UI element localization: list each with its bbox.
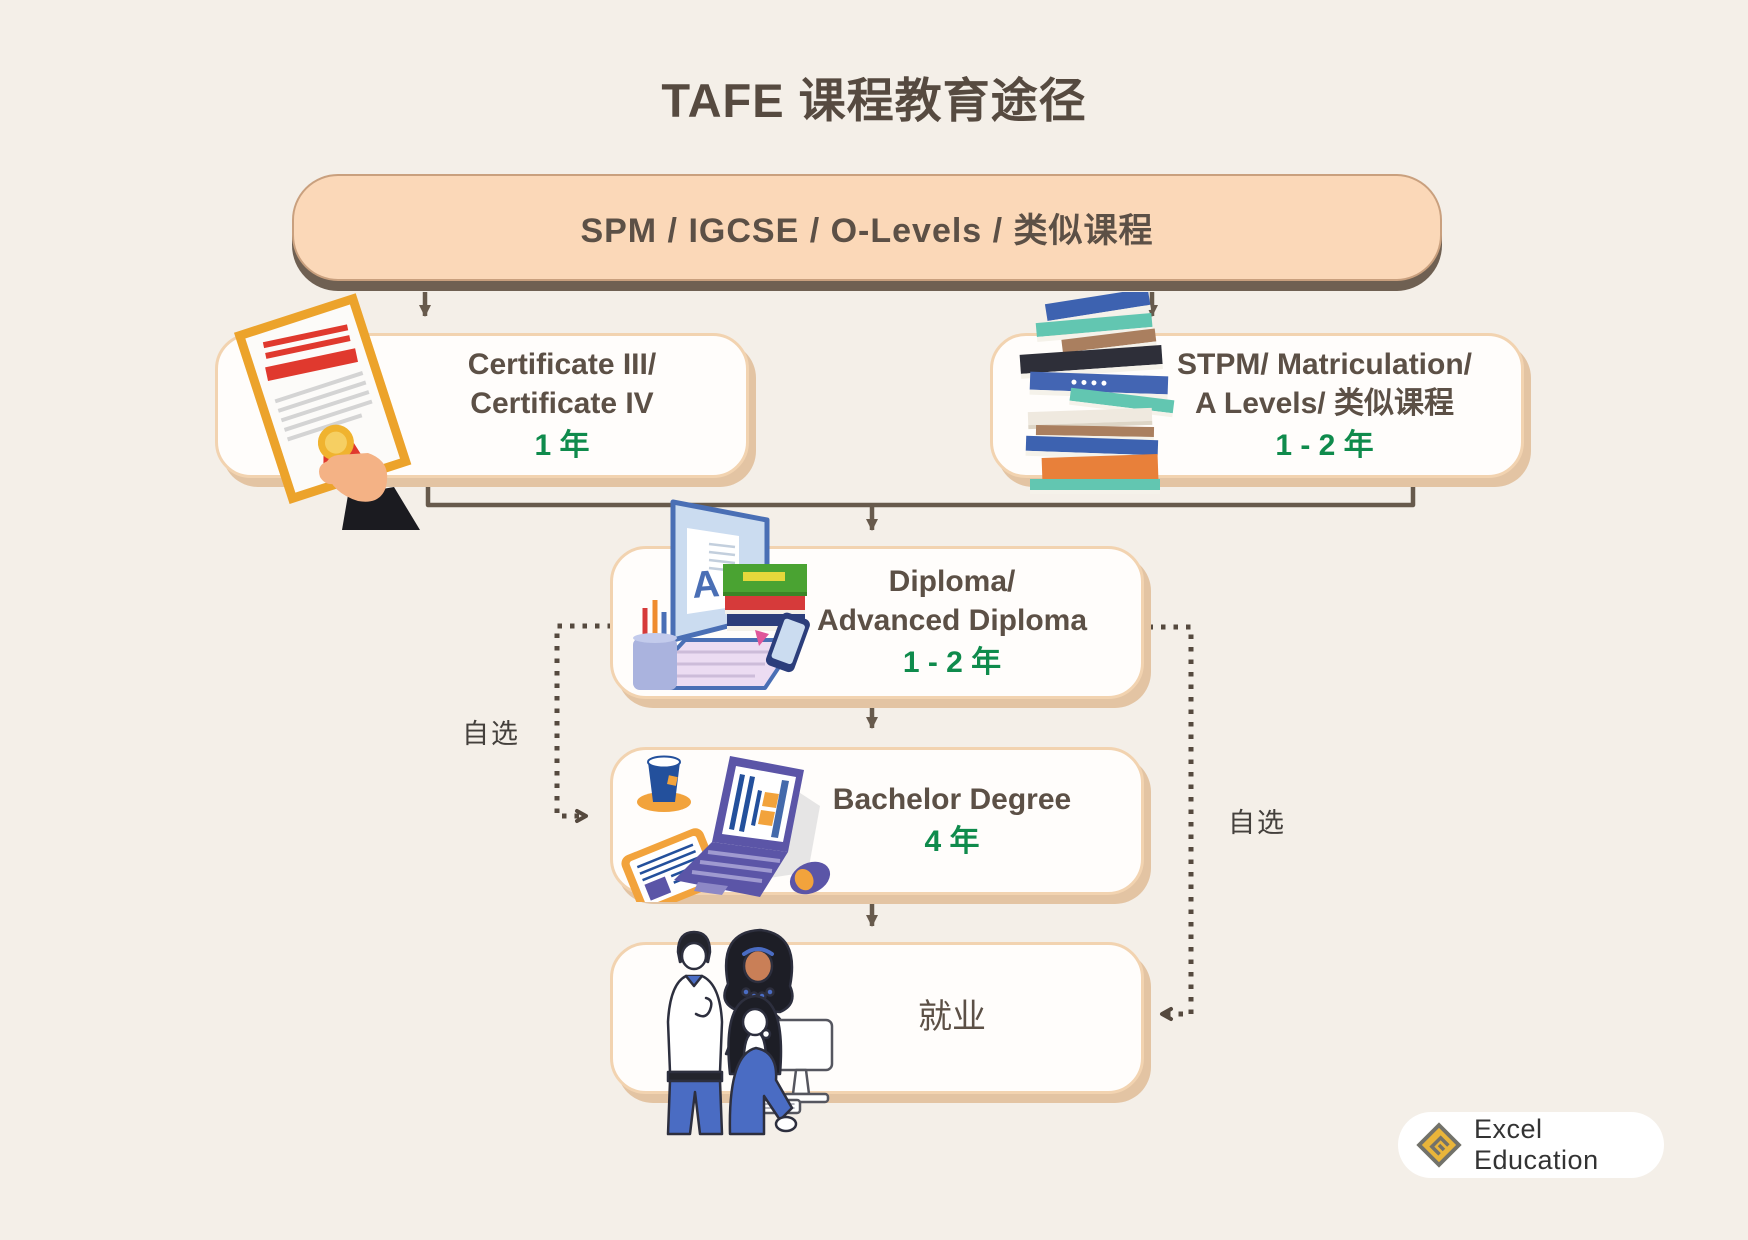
certificate-in-hand-icon [222, 293, 427, 530]
node-label-line: 就业 [918, 998, 986, 1037]
node-duration: 4 年 [924, 825, 980, 859]
node-label-line: Advanced Diploma [816, 603, 1088, 637]
node-label-line: Bachelor Degree [832, 782, 1072, 816]
node-duration: 1 - 2 年 [902, 645, 1002, 679]
optional-path-label-left: 自选 [462, 719, 520, 749]
excel-education-diamond-icon [1414, 1120, 1464, 1170]
root-node-label: SPM / IGCSE / O-Levels / 类似课程 [580, 212, 1154, 250]
optional-path-label-right: 自选 [1228, 808, 1286, 838]
node-label-line: Diploma/ [888, 565, 1016, 599]
node-certificate: Certificate III/ Certificate IV 1 年 [215, 333, 749, 478]
svg-text:A: A [691, 563, 721, 607]
laptop-workspace-icon [612, 750, 837, 902]
node-label-line: Certificate III/ [467, 348, 657, 382]
desk-study-monitor-books-icon: A [615, 490, 820, 697]
node-label-line: A Levels/ 类似课程 [1195, 386, 1454, 420]
node-duration: 1 - 2 年 [1275, 428, 1374, 462]
team-at-computer-icon [618, 922, 843, 1137]
logo-text: Excel Education [1474, 1114, 1599, 1175]
excel-education-logo: Excel Education [1398, 1112, 1664, 1178]
node-label-line: Certificate IV [470, 386, 654, 420]
node-spm-igcse-olevels: SPM / IGCSE / O-Levels / 类似课程 [292, 174, 1442, 281]
books-stack-icon [1000, 292, 1190, 494]
page-title: TAFE 课程教育途径 [661, 74, 1087, 127]
node-label-line: STPM/ Matriculation/ [1176, 348, 1473, 382]
node-duration: 1 年 [534, 428, 590, 462]
